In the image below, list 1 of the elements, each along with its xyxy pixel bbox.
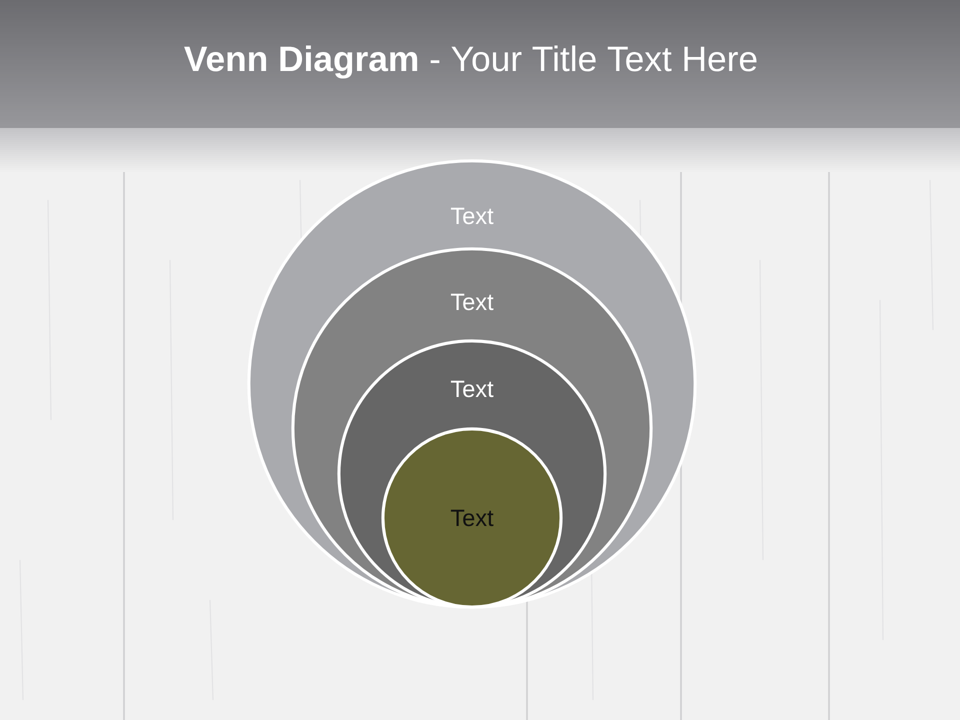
title: Venn Diagram - Your Title Text Here <box>184 45 756 79</box>
